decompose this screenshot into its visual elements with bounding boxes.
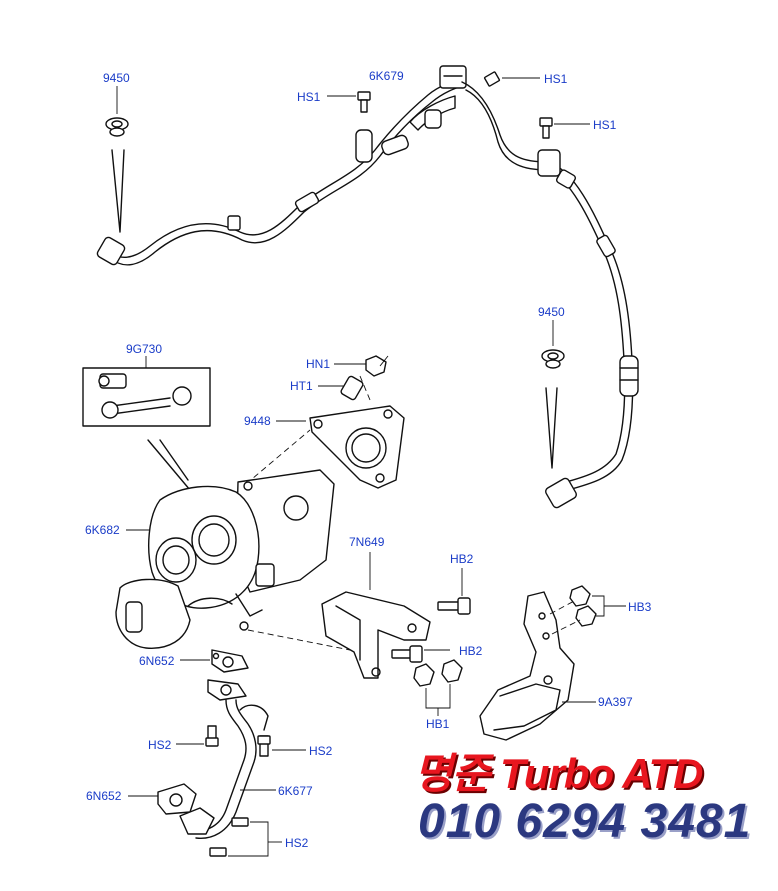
kit-box-9g730 [82,356,211,491]
pipe-junction-block [439,65,467,89]
label-hs2-left: HS2 [148,738,172,752]
nut-hn1 [334,355,389,377]
bracket-7n649 [321,552,431,679]
stud-hs2-right [257,735,306,757]
bolt-hs1-top-left [327,91,371,113]
label-ht1: HT1 [290,379,313,393]
bolt-hb2-upper [437,568,471,615]
label-hb2-lower: HB2 [459,644,483,658]
watermark-brand-name: 명준 Turbo ATD [414,750,703,797]
bolt-hb1-pair [413,659,463,716]
oil-feed-pipe-left [96,79,463,266]
oil-drain-pipe-6k677 [195,679,276,839]
label-hs2-right: HS2 [309,744,333,758]
label-6n652-lower: 6N652 [86,789,122,803]
gasket-6n652-lower [128,783,215,835]
oil-return-pipe-right [461,81,639,509]
label-hb2-upper: HB2 [450,552,474,566]
label-6k682: 6K682 [85,523,120,537]
washer-9450-right [541,320,565,469]
bolt-hs1-top-right [483,71,540,87]
stud-hs2-bottom-pair [209,817,282,857]
label-9448: 9448 [244,414,271,428]
label-7n649: 7N649 [349,535,385,549]
gasket-6n652-upper [180,649,249,673]
bolt-hb2-lower [391,645,450,663]
label-hs1-right: HS1 [593,118,617,132]
bolt-hb3-pair [569,585,626,627]
label-9g730: 9G730 [126,342,162,356]
stud-ht1 [318,375,364,401]
label-9450-right: 9450 [538,305,565,319]
label-hb3: HB3 [628,600,652,614]
label-6k677: 6K677 [278,784,313,798]
label-hb1: HB1 [426,717,450,731]
label-hn1: HN1 [306,357,330,371]
label-hs2-bottom: HS2 [285,836,309,850]
bolt-hs1-right [539,117,590,139]
watermark-phone-number: 010 6294 3481 [418,795,752,848]
label-9a397: 9A397 [598,695,633,709]
label-hs1-top-left: HS1 [297,90,321,104]
gasket-9448 [245,375,405,489]
heat-shield-9a397 [479,591,596,741]
stud-hs2-left [176,725,219,747]
label-hs1-top-right: HS1 [544,72,568,86]
turbocharger-6k682 [115,469,351,651]
label-9450-left: 9450 [103,71,130,85]
label-6k679: 6K679 [369,69,404,83]
label-6n652-upper: 6N652 [139,654,175,668]
washer-9450-left [105,86,129,233]
